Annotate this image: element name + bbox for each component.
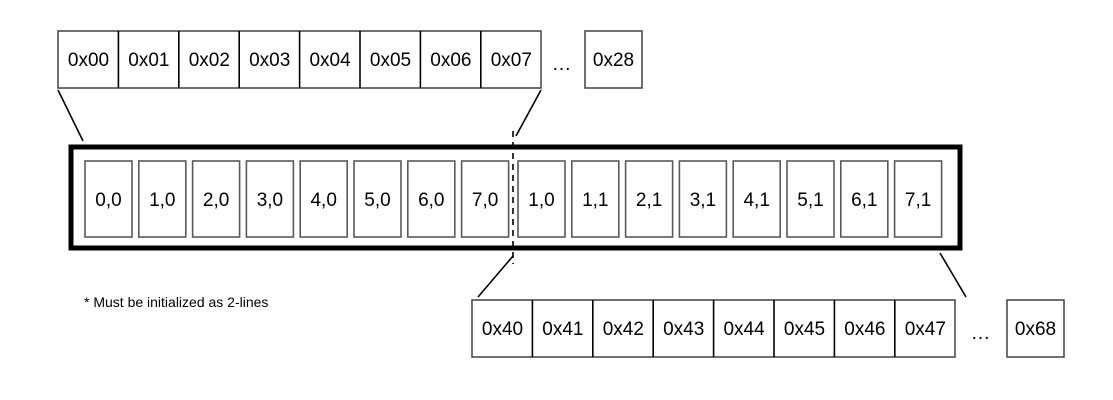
lower-address-cell-label: 0x43 (663, 319, 704, 340)
cache-line-cell-label: 2,1 (636, 190, 662, 211)
lower-right-leader-line (939, 252, 967, 298)
lower-address-ellipsis: ... (972, 323, 991, 344)
cache-line-cell (732, 160, 782, 238)
cache-line-cell-label: 5,1 (797, 190, 823, 211)
cache-line-right-half: 1,0 1,1 2,1 3,1 4,1 5,1 6,1 7,1 (517, 160, 943, 238)
lower-address-cell-label: 0x44 (723, 319, 765, 340)
lower-address-row: 0x40 0x41 0x42 0x43 0x44 0x45 (471, 299, 1065, 358)
upper-leader-lines (57, 89, 542, 142)
upper-left-leader-line (57, 89, 84, 142)
upper-address-cell-label: 0x05 (370, 50, 411, 71)
cache-line-cell (353, 160, 402, 238)
lower-address-cell: 0x41 (542, 319, 583, 340)
cache-line-cell (299, 160, 349, 238)
cache-line-cell (460, 160, 510, 238)
lower-address-cell-label: 0x45 (784, 319, 825, 340)
lower-address-cell-label: 0x40 (482, 319, 523, 340)
upper-address-cell: 0x01 (128, 50, 169, 71)
lower-address-cell: 0x42 (603, 319, 644, 340)
lower-address-cell: 0x47 (905, 319, 946, 340)
upper-address-cell-label: 0x04 (309, 50, 351, 71)
upper-address-cell: 0x06 (430, 50, 471, 71)
cache-line-cell (245, 160, 295, 238)
cache-line-cell (893, 160, 943, 238)
lower-address-cell-label: 0x42 (603, 319, 644, 340)
lower-address-cell: 0x45 (784, 319, 825, 340)
cache-line-cell-label: 7,1 (905, 190, 931, 211)
cache-line-cell-label: 0,0 (95, 190, 121, 211)
cache-line-cell-label: 1,0 (528, 190, 554, 211)
cache-line-cell (570, 160, 620, 238)
cache-line-cell-label: 2,0 (203, 190, 229, 211)
upper-address-cell-label: 0x07 (491, 50, 532, 71)
upper-right-leader-line (515, 89, 542, 137)
cache-line-cell-label: 3,0 (257, 190, 283, 211)
upper-address-cell-label: 0x06 (430, 50, 471, 71)
cache-line-cell-label: 4,1 (743, 190, 769, 211)
upper-address-tail-cell-label: 0x28 (593, 50, 634, 71)
upper-address-cell-label: 0x03 (249, 50, 290, 71)
cache-line-cell (191, 160, 241, 238)
cache-line-note: * Must be initialized as 2-lines (84, 294, 268, 310)
cache-line-cell (624, 160, 674, 238)
cache-line-cell (839, 160, 889, 238)
cache-line-cell (517, 160, 566, 238)
cache-line-cell-label: 6,0 (418, 190, 444, 211)
cache-line-box: 0,0 1,0 2,0 3,0 4,0 5,0 6,0 7,0 (68, 131, 963, 264)
lower-left-leader-line (477, 255, 514, 298)
cache-line-cell-label: 1,0 (149, 190, 175, 211)
upper-address-cell: 0x05 (370, 50, 411, 71)
cache-line-left-half: 0,0 1,0 2,0 3,0 4,0 5,0 6,0 7,0 (84, 160, 510, 238)
upper-address-ellipsis: ... (553, 54, 572, 75)
lower-address-cell: 0x44 (723, 319, 765, 340)
cache-line-cell (406, 160, 456, 238)
lower-address-cell-label: 0x47 (905, 319, 946, 340)
cache-line-cell-label: 1,1 (582, 190, 608, 211)
upper-address-row: 0x00 0x01 0x02 0x03 0x04 0x05 (57, 30, 643, 89)
cache-line-cell (786, 160, 835, 238)
cache-line-cell-label: 6,1 (851, 190, 877, 211)
lower-address-cell: 0x46 (844, 319, 885, 340)
cache-line-cell (678, 160, 728, 238)
lower-leader-lines (477, 252, 967, 298)
upper-address-cell-label: 0x01 (128, 50, 169, 71)
upper-address-cell: 0x02 (189, 50, 230, 71)
cache-line-cell-label: 4,0 (310, 190, 336, 211)
upper-address-cell: 0x07 (491, 50, 532, 71)
upper-address-cell: 0x00 (68, 50, 109, 71)
upper-address-cell-label: 0x00 (68, 50, 109, 71)
lower-address-cell: 0x43 (663, 319, 704, 340)
upper-address-cell: 0x03 (249, 50, 290, 71)
lower-address-cell-label: 0x41 (542, 319, 583, 340)
cache-line-cell (138, 160, 187, 238)
cache-line-cell-label: 7,0 (472, 190, 498, 211)
cache-line-cell-label: 3,1 (690, 190, 716, 211)
upper-address-cell-label: 0x02 (189, 50, 230, 71)
cache-line-cell (84, 160, 133, 238)
lower-address-cell: 0x40 (482, 319, 523, 340)
upper-address-cell: 0x04 (309, 50, 351, 71)
lower-address-tail-cell (1006, 299, 1065, 358)
lower-address-cell-label: 0x46 (844, 319, 885, 340)
cache-line-cell-label: 5,0 (364, 190, 390, 211)
lower-address-tail-cell-label: 0x68 (1015, 319, 1056, 340)
upper-address-tail-cell (584, 30, 643, 89)
